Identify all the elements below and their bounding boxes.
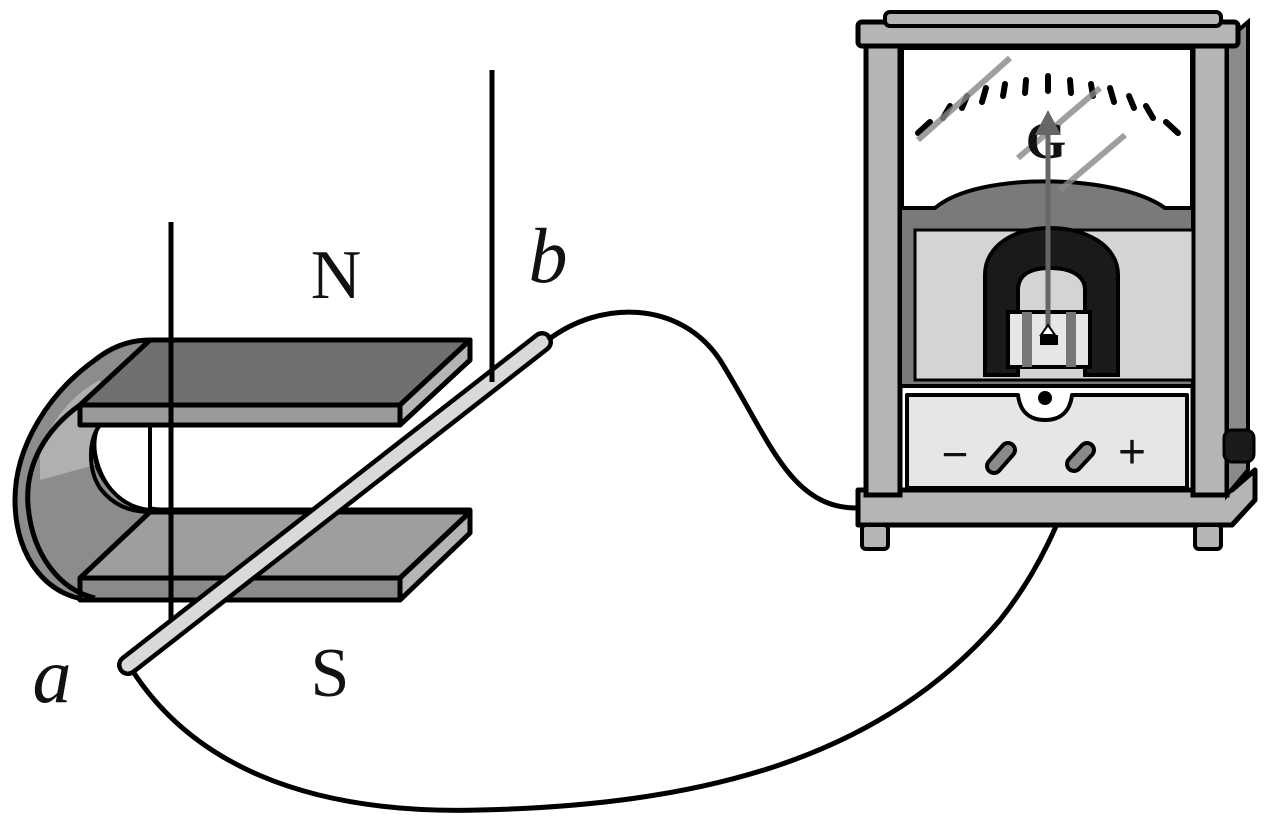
meter-coil-shade-right [1066, 312, 1076, 367]
wire-a-to-plus [129, 461, 1085, 813]
conductor-rod [117, 331, 553, 676]
galvanometer: G − + [855, 10, 1258, 551]
magnet-bend-inner-outline [89, 423, 151, 514]
south-pole-label: S [311, 635, 350, 712]
meter-post-left [863, 37, 903, 498]
magnet-north-arm-end [397, 337, 473, 428]
meter-side-knob[interactable] [1222, 428, 1256, 464]
plus-terminal-label: + [1118, 426, 1146, 479]
meter-side-right [1225, 17, 1250, 501]
magnet-south-arm-end [397, 509, 473, 603]
end-b-label: b [529, 212, 568, 299]
meter-top-ridge [883, 10, 1223, 28]
north-pole-label: N [311, 237, 362, 314]
meter-coil-core [1040, 335, 1058, 345]
meter-foot-right [1193, 523, 1223, 551]
meter-post-right [1190, 37, 1230, 498]
horseshoe-magnet [12, 337, 473, 603]
end-a-label: a [33, 632, 72, 719]
meter-coil-shade-left [1022, 312, 1032, 367]
meter-needle-pivot [1039, 323, 1057, 336]
meter-needle-tip [1035, 110, 1061, 135]
minus-terminal-label: − [942, 428, 969, 480]
minus-terminal[interactable] [985, 441, 1017, 475]
meter-scale [915, 73, 1181, 136]
zero-adjust-screw[interactable] [1038, 391, 1052, 405]
plus-terminal[interactable] [1065, 441, 1096, 473]
meter-foot-left [860, 523, 890, 551]
magnet-north-arm-front [77, 402, 403, 428]
magnet-bend-outline [25, 402, 96, 601]
meter-terminal-panel [905, 393, 1189, 490]
meter-inner-magnet [983, 225, 1120, 377]
